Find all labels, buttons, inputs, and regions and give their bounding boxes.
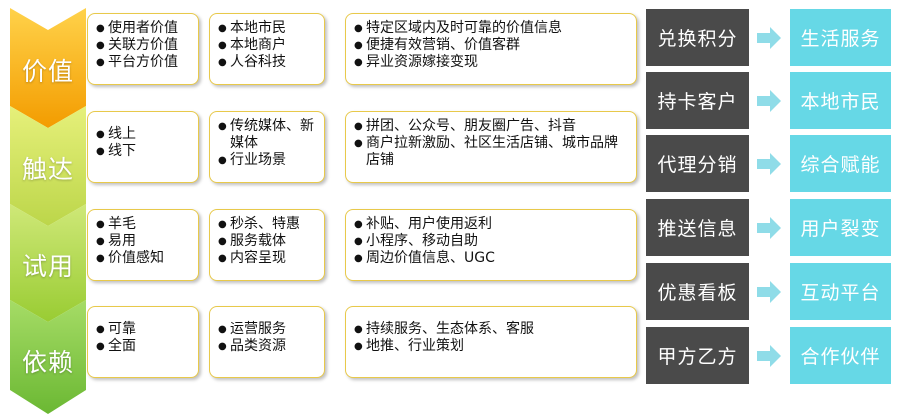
stage-chevron-3 <box>10 204 86 322</box>
list-item: 秒杀、特惠 <box>218 216 316 233</box>
stage-3-col1-box: 羊毛 易用 价值感知 <box>87 209 199 281</box>
right-cyan-box-3: 综合赋能 <box>790 135 891 192</box>
stage-label-3: 试用 <box>21 252 74 281</box>
list-item: 异业资源嫁接变现 <box>354 54 628 71</box>
stage-2-col2-box: 传统媒体、新媒体 行业场景 <box>209 111 325 183</box>
list-item: 本地市民 <box>218 20 316 37</box>
list-item: 特定区域内及时可靠的价值信息 <box>354 20 628 37</box>
right-dark-box-3: 代理分销 <box>646 135 749 192</box>
right-dark-box-2: 持卡客户 <box>646 72 749 129</box>
stage-label-4: 依赖 <box>21 348 74 377</box>
list-item: 周边价值信息、UGC <box>354 250 628 267</box>
arrow-right-icon <box>757 345 781 367</box>
list-item: 补贴、用户使用返利 <box>354 216 628 233</box>
arrow-right-icon <box>757 27 781 49</box>
right-cyan-box-6: 合作伙伴 <box>790 327 891 384</box>
stage-4-col1-box: 可靠 全面 <box>87 306 199 378</box>
right-dark-box-1: 兑换积分 <box>646 9 749 66</box>
list-item: 羊毛 <box>96 216 190 233</box>
stage-chevron-1 <box>10 8 86 128</box>
list-item: 商户拉新激励、社区生活店铺、城市品牌店铺 <box>354 135 628 169</box>
stage-chevron-4 <box>10 300 86 414</box>
right-dark-box-5: 优惠看板 <box>646 263 749 320</box>
right-cyan-box-1: 生活服务 <box>790 9 891 66</box>
stage-3-col2-box: 秒杀、特惠 服务载体 内容呈现 <box>209 209 325 281</box>
right-dark-box-4: 推送信息 <box>646 199 749 256</box>
stage-2-col3-box: 拼团、公众号、朋友圈广告、抖音 商户拉新激励、社区生活店铺、城市品牌店铺 <box>345 111 637 183</box>
list-item: 线上 <box>96 126 190 143</box>
list-item: 全面 <box>96 338 190 355</box>
stage-3-col3-box: 补贴、用户使用返利 小程序、移动自助 周边价值信息、UGC <box>345 209 637 281</box>
list-item: 价值感知 <box>96 250 190 267</box>
stage-1-col2-box: 本地市民 本地商户 人谷科技 <box>209 13 325 85</box>
list-item: 易用 <box>96 233 190 250</box>
arrow-right-icon <box>757 153 781 175</box>
stage-chevron-column <box>10 8 86 414</box>
list-item: 便捷有效营销、价值客群 <box>354 37 628 54</box>
list-item: 小程序、移动自助 <box>354 233 628 250</box>
list-item: 内容呈现 <box>218 250 316 267</box>
list-item: 关联方价值 <box>96 37 190 54</box>
list-item: 使用者价值 <box>96 20 190 37</box>
stage-1-col1-box: 使用者价值 关联方价值 平台方价值 <box>87 13 199 85</box>
list-item: 可靠 <box>96 321 190 338</box>
stage-label-1: 价值 <box>21 57 74 86</box>
stage-label-2: 触达 <box>21 155 74 184</box>
list-item: 平台方价值 <box>96 54 190 71</box>
list-item: 运营服务 <box>218 321 316 338</box>
list-item: 持续服务、生态体系、客服 <box>354 321 628 338</box>
stage-chevron-2 <box>10 106 86 226</box>
list-item: 地推、行业策划 <box>354 338 628 355</box>
stage-4-col3-box: 持续服务、生态体系、客服 地推、行业策划 <box>345 306 637 378</box>
stage-2-col1-box: 线上 线下 <box>87 111 199 183</box>
stage-4-col2-box: 运营服务 品类资源 <box>209 306 325 378</box>
list-item: 人谷科技 <box>218 54 316 71</box>
list-item: 传统媒体、新媒体 <box>218 118 316 152</box>
right-cyan-box-2: 本地市民 <box>790 72 891 129</box>
list-item: 线下 <box>96 143 190 160</box>
list-item: 本地商户 <box>218 37 316 54</box>
arrow-right-icon <box>757 217 781 239</box>
arrow-right-icon <box>757 281 781 303</box>
right-dark-box-6: 甲方乙方 <box>646 327 749 384</box>
list-item: 服务载体 <box>218 233 316 250</box>
list-item: 拼团、公众号、朋友圈广告、抖音 <box>354 118 628 135</box>
right-cyan-box-5: 互动平台 <box>790 263 891 320</box>
stage-1-col3-box: 特定区域内及时可靠的价值信息 便捷有效营销、价值客群 异业资源嫁接变现 <box>345 13 637 85</box>
arrow-right-icon <box>757 90 781 112</box>
list-item: 品类资源 <box>218 338 316 355</box>
list-item: 行业场景 <box>218 152 316 169</box>
right-cyan-box-4: 用户裂变 <box>790 199 891 256</box>
